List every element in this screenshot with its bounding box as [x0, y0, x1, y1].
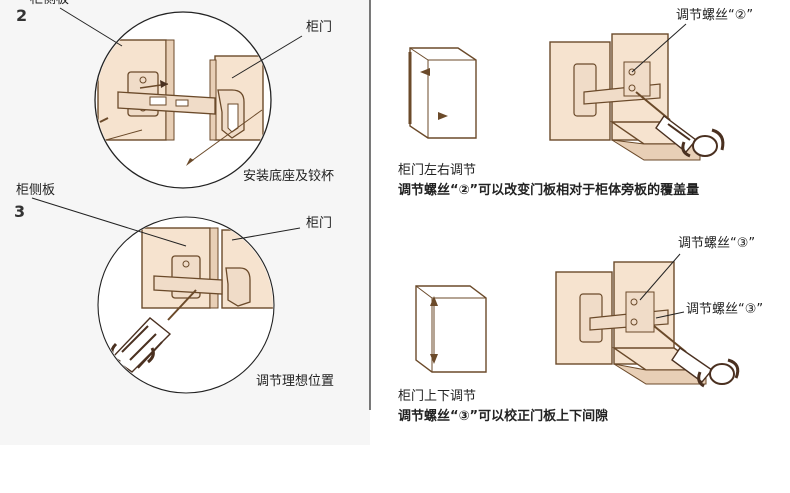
- step2-illustration: [59, 7, 303, 189]
- side-panel-label: 柜侧板: [16, 183, 56, 198]
- ud-desc: 调节螺丝“③”可以校正门板上下间隙: [398, 409, 609, 424]
- step-3-number: 3: [14, 202, 26, 221]
- lr-title: 柜门左右调节: [398, 163, 477, 178]
- screw3-label-a: 调节螺丝“③”: [678, 236, 756, 251]
- screw2-label: 调节螺丝“②”: [676, 8, 754, 23]
- step3-illustration: [31, 197, 301, 394]
- top-cut-label: 柜侧板: [30, 0, 69, 8]
- box-left-right: [408, 47, 477, 139]
- screw3-label-b: 调节螺丝“③”: [686, 302, 764, 317]
- box-up-down: [415, 285, 487, 373]
- lr-desc: 调节螺丝“②”可以改变门板相对于柜体旁板的覆盖量: [398, 183, 700, 198]
- door-label-1: 柜门: [306, 20, 333, 35]
- install-caption: 安装底座及铰杯: [243, 169, 335, 184]
- adjust-caption: 调节理想位置: [256, 374, 335, 389]
- step-2-number: 2: [16, 6, 28, 25]
- hinge-screw3: [555, 253, 740, 388]
- ud-title: 柜门上下调节: [398, 389, 477, 404]
- hinge-screw2: [549, 23, 725, 161]
- door-label-2: 柜门: [306, 216, 333, 231]
